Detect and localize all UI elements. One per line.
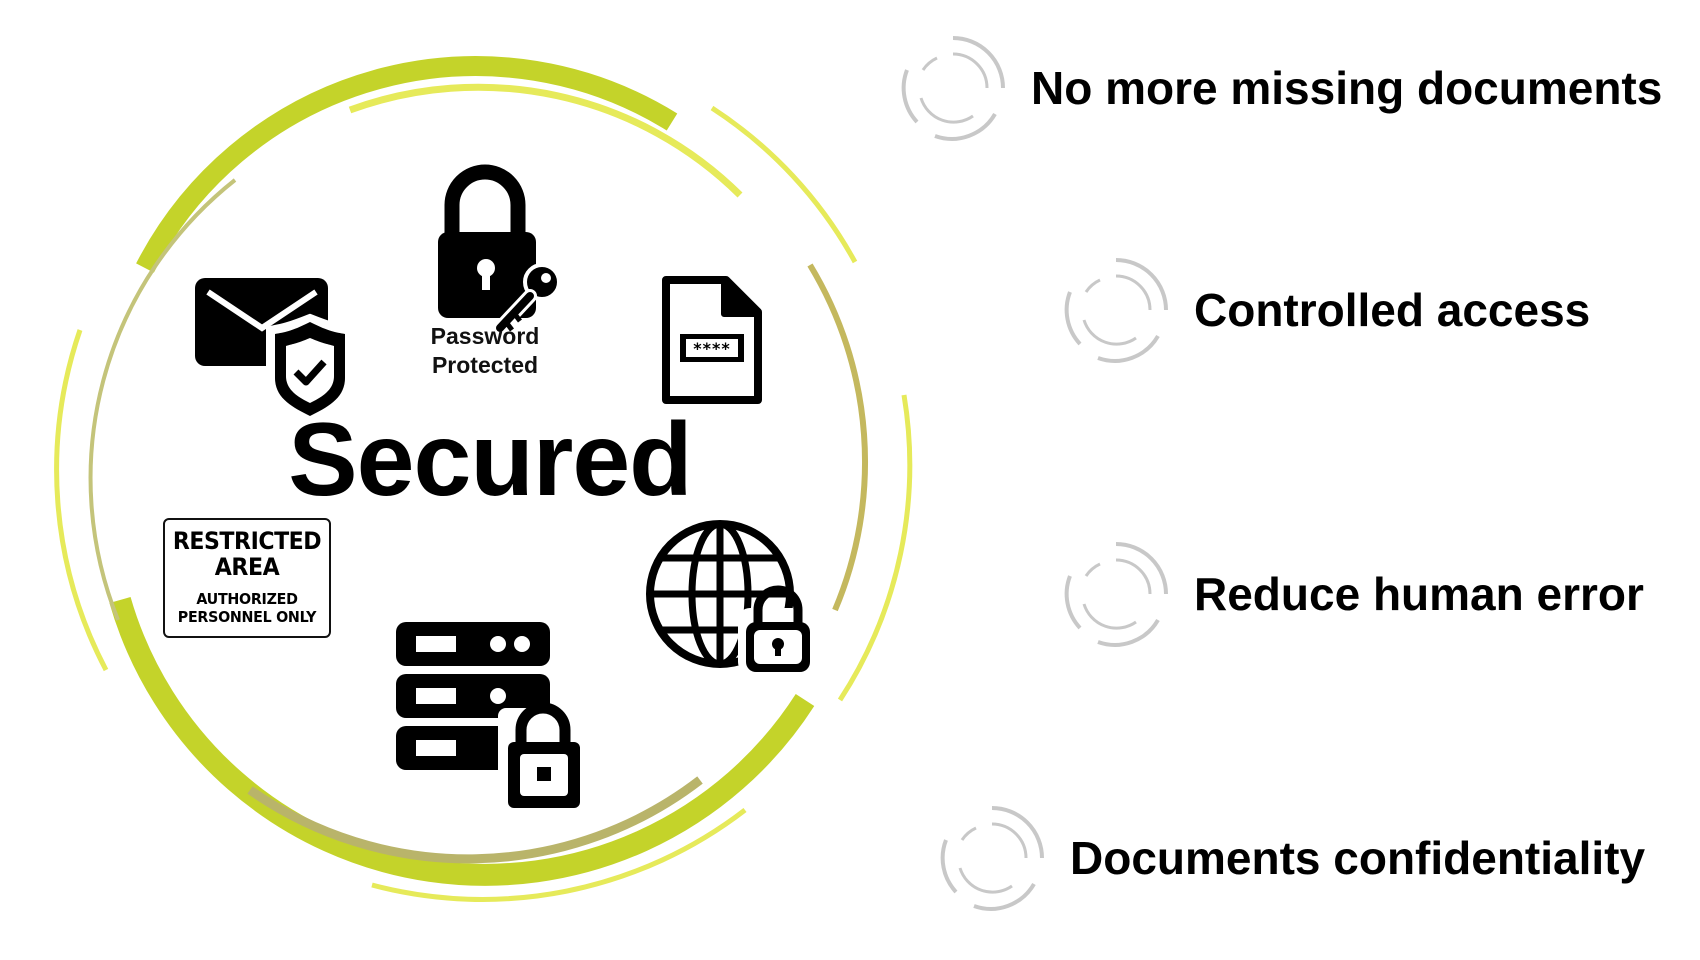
arc-bottom-outer [371,808,747,902]
benefit-item: Controlled access [1058,252,1590,368]
password-label-line2: Protected [431,352,539,378]
restricted-area-sign: RESTRICTED AREA AUTHORIZED PERSONNEL ONL… [163,518,331,638]
arc-bottom-thick [109,596,815,886]
password-file-icon [662,276,762,404]
benefit-label: Reduce human error [1194,568,1644,620]
benefit-label: Controlled access [1194,284,1591,336]
password-protected-label: Password Protected [410,322,560,380]
bullet-ring-icon [940,806,1044,911]
bullet-ring-icon [1064,542,1168,647]
benefit-label: No more missing documents [1031,62,1663,114]
sign-line3: AUTHORIZED [196,590,298,608]
bullet-ring-icon [901,36,1005,141]
benefit-item: Reduce human error [1058,536,1644,652]
arc-left-inner [88,178,237,621]
arc-left-outer [54,329,109,672]
arc-right-outer [837,394,913,702]
sign-line2: AREA [214,553,280,581]
center-title: Secured [288,402,692,518]
bullet-ring-icon [1064,258,1168,363]
email-shield-icon [195,278,354,425]
sign-line4: PERSONNEL ONLY [177,608,317,626]
arc-bottom-olive [247,776,703,864]
benefit-item: Documents confidentiality [934,800,1645,916]
sign-line1: RESTRICTED [172,527,322,555]
server-lock-icon [396,622,590,808]
benefit-label: Documents confidentiality [1070,832,1646,884]
arc-right-outer-top [710,105,858,264]
globe-lock-icon [646,520,814,674]
arc-top-thick [136,56,678,273]
password-label-line1: Password [430,323,540,349]
file-password-mask: **** [693,339,731,358]
arc-top-thin [348,83,743,198]
arc-right-inner [807,263,869,612]
padlock-key-icon [438,164,561,335]
benefit-item: No more missing documents [895,30,1662,146]
